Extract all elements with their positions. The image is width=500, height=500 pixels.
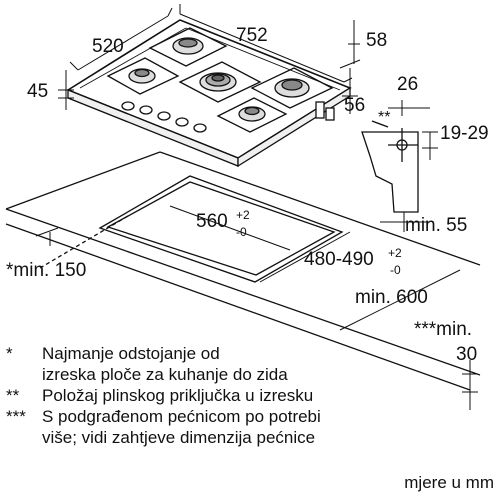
dim-conn-range: 19-29 bbox=[440, 123, 489, 144]
dim-cutout-width: 560 bbox=[196, 211, 228, 232]
control-knobs bbox=[121, 101, 207, 133]
dim-cutout-width-minus: -0 bbox=[236, 225, 247, 239]
footnote-1: * Najmanje odstojanje od izreska ploče z… bbox=[6, 343, 446, 385]
dim-hob-depth: 520 bbox=[92, 36, 124, 57]
countertop bbox=[5, 151, 481, 391]
footnote-text: Najmanje odstojanje od izreska ploče za … bbox=[42, 343, 446, 385]
dim-conn-offset: 26 bbox=[397, 74, 418, 95]
dim-conn-stars: ** bbox=[378, 109, 390, 126]
dim-cutout-depth-plus: +2 bbox=[388, 246, 402, 260]
burner-top bbox=[148, 27, 228, 67]
dim-min-55: min. 55 bbox=[405, 215, 467, 236]
footnote-mark: * bbox=[6, 344, 13, 363]
footnote-text: Položaj plinskog priključka u izresku bbox=[42, 385, 446, 406]
footnote-3: *** S podgrađenom pećnicom po potrebi vi… bbox=[6, 406, 446, 448]
projection-line bbox=[39, 215, 129, 269]
dim-min-600: min. 600 bbox=[355, 287, 428, 308]
burner-front bbox=[216, 97, 288, 133]
dim-cutout-depth-minus: -0 bbox=[390, 263, 401, 277]
footnotes: * Najmanje odstojanje od izreska ploče z… bbox=[6, 343, 446, 448]
footnote-line: Položaj plinskog priključka u izresku bbox=[42, 386, 314, 405]
footnote-line: više; vidi zahtjeve dimenzija pećnice bbox=[42, 428, 316, 447]
dimension-lines bbox=[35, 4, 478, 410]
footnote-line: S podgrađenom pećnicom po potrebi bbox=[42, 407, 321, 426]
burner-wok bbox=[178, 61, 262, 103]
dim-edge-offset: 58 bbox=[366, 30, 387, 51]
gas-connector bbox=[315, 101, 335, 121]
dim-cutout-depth: 480-490 bbox=[304, 249, 374, 270]
burner-left bbox=[106, 57, 180, 95]
footnote-line: Najmanje odstojanje od bbox=[42, 344, 220, 363]
dim-min-30-label: ***min. bbox=[414, 319, 472, 340]
footnote-mark: ** bbox=[6, 386, 20, 405]
footnote-mark: *** bbox=[6, 407, 26, 426]
mounting-bracket bbox=[361, 120, 419, 213]
dim-min-150: *min. 150 bbox=[6, 260, 86, 281]
units-label: mjere u mm bbox=[404, 473, 494, 492]
dim-side-offset: 56 bbox=[344, 95, 365, 116]
dim-hob-width: 752 bbox=[236, 25, 268, 46]
dim-cutout-width-plus: +2 bbox=[236, 208, 250, 222]
footnote-line: izreska ploče za kuhanje do zida bbox=[42, 365, 288, 384]
footnote-2: ** Položaj plinskog priključka u izresku bbox=[6, 385, 446, 406]
dim-hob-height: 45 bbox=[27, 81, 48, 102]
burner-right bbox=[250, 67, 334, 109]
footnote-text: S podgrađenom pećnicom po potrebi više; … bbox=[42, 406, 446, 448]
dim-min-30-value: 30 bbox=[456, 344, 477, 365]
cutout bbox=[98, 175, 344, 283]
